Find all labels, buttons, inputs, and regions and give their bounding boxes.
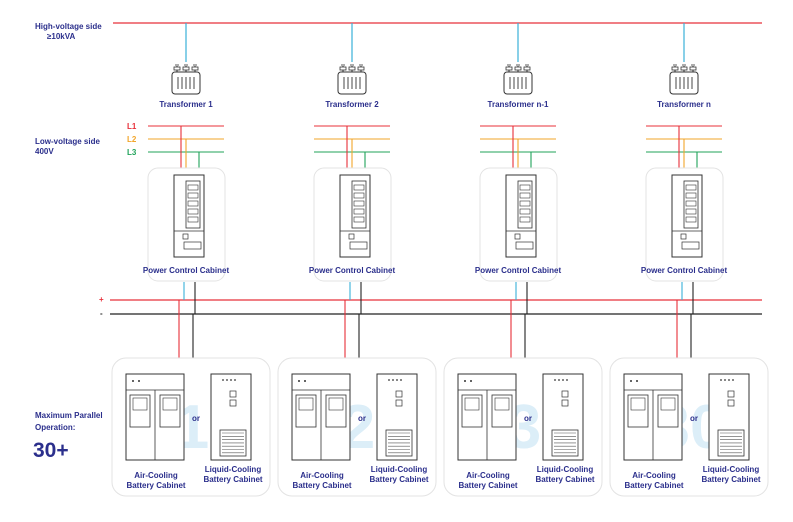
pcs-label: Power Control Cabinet <box>641 266 728 275</box>
dc-plus-label: + <box>99 295 104 304</box>
air-cooling-label-line2: Battery Cabinet <box>126 481 185 490</box>
or-label: or <box>192 414 200 423</box>
transformer-icon <box>503 64 533 95</box>
air-cooling-label-line1: Air-Cooling <box>300 471 344 480</box>
liquid-cooling-label-line1: Liquid-Cooling <box>205 465 262 474</box>
transformer-label: Transformer n <box>657 100 711 109</box>
pcs-cabinet-icon <box>671 174 703 258</box>
hv-label-line1: High-voltage side <box>35 22 102 31</box>
or-label: or <box>690 414 698 423</box>
lv-label-line1: Low-voltage side <box>35 137 100 146</box>
hv-label-line2: ≥10kVA <box>47 32 75 41</box>
dc-minus-label: - <box>100 309 103 318</box>
air-cooling-cabinet-icon <box>291 373 351 461</box>
air-cooling-cabinet-icon <box>623 373 683 461</box>
air-cooling-label-line2: Battery Cabinet <box>458 481 517 490</box>
air-cooling-label-line1: Air-Cooling <box>134 471 178 480</box>
liquid-cooling-cabinet-icon <box>542 373 584 461</box>
pcs-cabinet-icon <box>339 174 371 258</box>
transformer-label: Transformer 1 <box>159 100 213 109</box>
air-cooling-label-line2: Battery Cabinet <box>624 481 683 490</box>
liquid-cooling-label-line1: Liquid-Cooling <box>703 465 760 474</box>
air-cooling-label-line2: Battery Cabinet <box>292 481 351 490</box>
liquid-cooling-cabinet-icon <box>708 373 750 461</box>
or-label: or <box>358 414 366 423</box>
lv-label-line2: 400V <box>35 147 54 156</box>
liquid-cooling-label-line2: Battery Cabinet <box>535 475 594 484</box>
phase-label-l3: L3 <box>127 148 137 157</box>
liquid-cooling-cabinet-icon <box>210 373 252 461</box>
liquid-cooling-cabinet-icon <box>376 373 418 461</box>
transformer-label: Transformer n-1 <box>488 100 549 109</box>
liquid-cooling-label-line2: Battery Cabinet <box>701 475 760 484</box>
liquid-cooling-label-line2: Battery Cabinet <box>203 475 262 484</box>
liquid-cooling-label-line2: Battery Cabinet <box>369 475 428 484</box>
phase-label-l2: L2 <box>127 135 137 144</box>
parallel-label-line2: Operation: <box>35 423 75 432</box>
phase-label-l1: L1 <box>127 122 137 131</box>
pcs-cabinet-icon <box>173 174 205 258</box>
air-cooling-cabinet-icon <box>457 373 517 461</box>
pcs-label: Power Control Cabinet <box>143 266 230 275</box>
liquid-cooling-label-line1: Liquid-Cooling <box>371 465 428 474</box>
transformer-icon <box>171 64 201 95</box>
transformer-icon <box>669 64 699 95</box>
transformer-label: Transformer 2 <box>325 100 379 109</box>
air-cooling-cabinet-icon <box>125 373 185 461</box>
parallel-label-line1: Maximum Parallel <box>35 411 103 420</box>
air-cooling-label-line1: Air-Cooling <box>632 471 676 480</box>
pcs-label: Power Control Cabinet <box>475 266 562 275</box>
air-cooling-label-line1: Air-Cooling <box>466 471 510 480</box>
liquid-cooling-label-line1: Liquid-Cooling <box>537 465 594 474</box>
or-label: or <box>524 414 532 423</box>
parallel-count: 30+ <box>33 439 69 462</box>
pcs-cabinet-icon <box>505 174 537 258</box>
transformer-icon <box>337 64 367 95</box>
pcs-label: Power Control Cabinet <box>309 266 396 275</box>
